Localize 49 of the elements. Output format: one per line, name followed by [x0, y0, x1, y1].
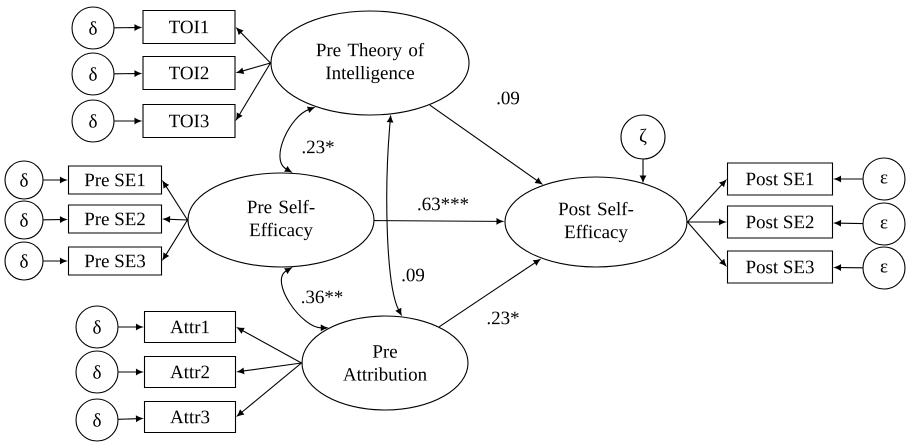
arrow	[162, 220, 188, 260]
edge-label: .63***	[416, 196, 470, 212]
indicator-box: TOI3	[142, 104, 236, 138]
arrow	[237, 362, 302, 416]
arrow	[374, 218, 504, 224]
edge-label: .09	[495, 90, 521, 106]
indicator-box: Pre SE3	[68, 246, 162, 276]
arrow	[236, 62, 271, 120]
arrow	[162, 181, 188, 220]
indicator-box: Pre SE1	[68, 165, 162, 195]
arrow	[163, 216, 188, 222]
arrow	[118, 368, 143, 375]
arrow	[687, 180, 726, 222]
arrow	[688, 218, 726, 225]
arrow	[114, 24, 142, 31]
arrow	[44, 176, 67, 183]
arrow	[237, 327, 302, 364]
arrow	[640, 160, 646, 182]
arrow	[114, 118, 142, 124]
arrow	[236, 62, 271, 74]
indicator-box: TOI2	[142, 56, 236, 90]
arrow	[236, 28, 271, 64]
covariance-arrow	[280, 268, 328, 331]
arrow	[834, 220, 862, 226]
edge-label: .36**	[300, 290, 344, 304]
arrow	[834, 176, 862, 182]
arrow	[834, 264, 862, 271]
arrow	[114, 70, 142, 77]
indicator-box: TOI1	[142, 10, 236, 44]
indicator-box: Attr2	[144, 356, 236, 388]
covariance-arrow	[386, 116, 402, 316]
arrow	[44, 216, 67, 223]
edge-label: .23*	[485, 310, 521, 326]
arrow	[438, 259, 540, 328]
indicator-box: Post SE2	[726, 205, 834, 239]
indicator-box: Attr1	[144, 310, 236, 344]
covariance-arrow	[279, 106, 314, 172]
arrow	[237, 362, 302, 374]
arrow	[429, 104, 542, 184]
indicator-box: Attr3	[144, 400, 236, 434]
arrow	[687, 222, 726, 266]
arrow	[118, 324, 143, 330]
indicator-box: Post SE3	[726, 250, 834, 284]
edge-label: .23*	[300, 140, 336, 154]
arrow	[118, 416, 143, 422]
arrow	[44, 258, 67, 264]
indicator-box: Pre SE2	[68, 204, 162, 234]
indicator-box: Post SE1	[726, 162, 834, 196]
edge-label: .09	[400, 268, 426, 282]
